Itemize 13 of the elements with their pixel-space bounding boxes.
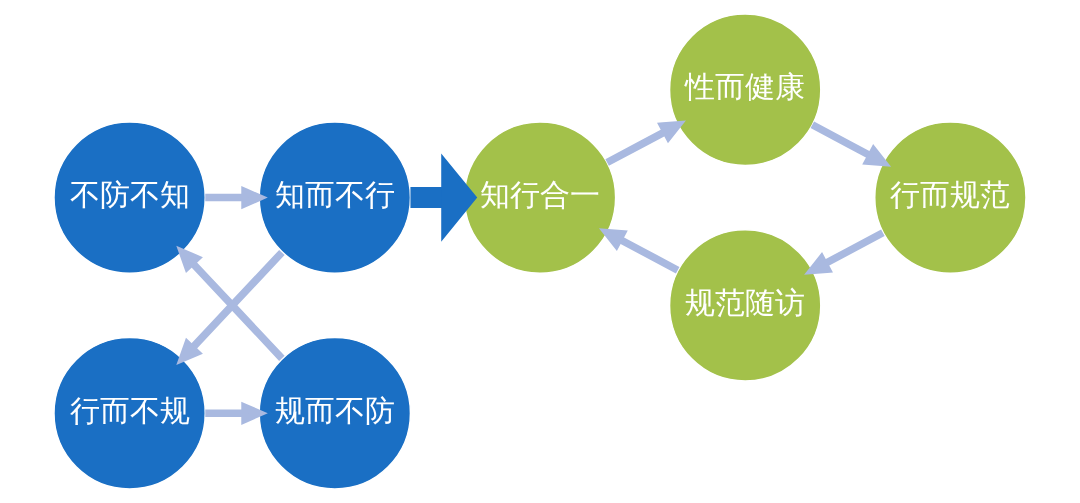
- node-circle: 性而健康: [668, 13, 822, 167]
- node-circle: 规而不防: [258, 336, 412, 490]
- node-circle: 行而规范: [874, 121, 1027, 274]
- node-circle: 规范随访: [668, 229, 822, 382]
- arrow: [598, 228, 680, 274]
- arrow: [605, 120, 686, 166]
- arrow: [810, 121, 892, 167]
- arrow: [804, 229, 885, 275]
- arrow: [205, 401, 268, 425]
- arrow: [205, 185, 268, 210]
- arrow: [410, 153, 478, 242]
- node-circle: 知而不行: [258, 121, 412, 274]
- node-circle: 知行合一: [463, 121, 617, 274]
